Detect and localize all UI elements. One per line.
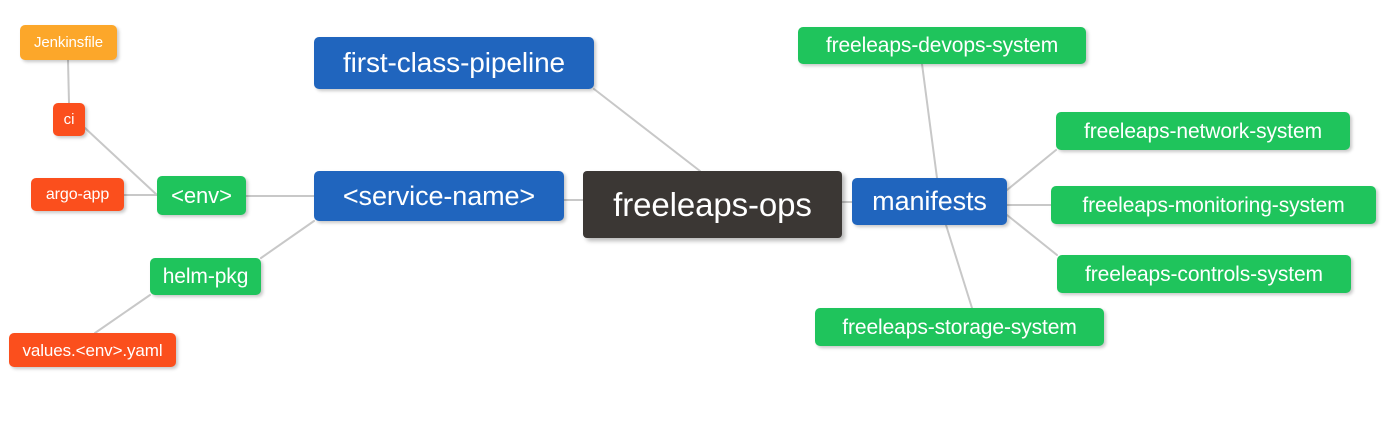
edge-manifests-to-freeleaps-devops-system — [921, 63, 938, 179]
mindmap-node-helm-pkg[interactable]: helm-pkg — [150, 258, 261, 295]
mindmap-node-freeleaps-ops[interactable]: freeleaps-ops — [583, 171, 842, 238]
mindmap-node-ci[interactable]: ci — [53, 103, 85, 136]
node-label: <env> — [171, 182, 232, 208]
edge-helm-pkg-to-values-env-yaml — [94, 294, 151, 334]
edge-manifests-to-freeleaps-storage-system — [945, 224, 973, 309]
edge-manifests-to-freeleaps-network-system — [1006, 149, 1057, 191]
mindmap-node-first-class-pipeline[interactable]: first-class-pipeline — [314, 37, 594, 89]
node-label: first-class-pipeline — [342, 47, 566, 78]
mindmap-node-values-env-yaml[interactable]: values.<env>.yaml — [9, 333, 176, 367]
edge-service-name-to-helm-pkg — [260, 220, 315, 259]
node-label: freeleaps-devops-system — [825, 34, 1059, 57]
mindmap-node-service-name[interactable]: <service-name> — [314, 171, 564, 221]
node-label: freeleaps-monitoring-system — [1082, 193, 1345, 217]
edge-jenkinsfile-to-ci — [67, 59, 70, 104]
node-label: freeleaps-network-system — [1083, 119, 1322, 143]
node-label: manifests — [872, 186, 987, 216]
node-label: values.<env>.yaml — [22, 340, 163, 360]
mindmap-node-freeleaps-controls-system[interactable]: freeleaps-controls-system — [1057, 255, 1351, 293]
mindmap-node-argo-app[interactable]: argo-app — [31, 178, 124, 211]
mindmap-node-freeleaps-devops-system[interactable]: freeleaps-devops-system — [798, 27, 1086, 64]
mindmap-node-freeleaps-network-system[interactable]: freeleaps-network-system — [1056, 112, 1350, 150]
node-label: <service-name> — [342, 180, 536, 211]
node-label: freeleaps-controls-system — [1085, 262, 1323, 286]
mindmap-node-freeleaps-monitoring-system[interactable]: freeleaps-monitoring-system — [1051, 186, 1376, 224]
node-label: Jenkinsfile — [34, 34, 103, 51]
mindmap-node-jenkinsfile[interactable]: Jenkinsfile — [20, 25, 117, 60]
node-label: helm-pkg — [162, 265, 249, 288]
edge-manifests-to-freeleaps-controls-system — [1006, 214, 1058, 256]
node-label: freeleaps-ops — [613, 186, 812, 223]
node-label: freeleaps-storage-system — [842, 315, 1077, 339]
mindmap-node-manifests[interactable]: manifests — [852, 178, 1007, 225]
edge-first-class-pipeline-to-freeleaps-ops — [593, 88, 701, 172]
node-label: argo-app — [45, 185, 110, 203]
mindmap-node-freeleaps-storage-system[interactable]: freeleaps-storage-system — [815, 308, 1104, 346]
node-label: ci — [63, 111, 75, 128]
mindmap-node-env[interactable]: <env> — [157, 176, 246, 215]
